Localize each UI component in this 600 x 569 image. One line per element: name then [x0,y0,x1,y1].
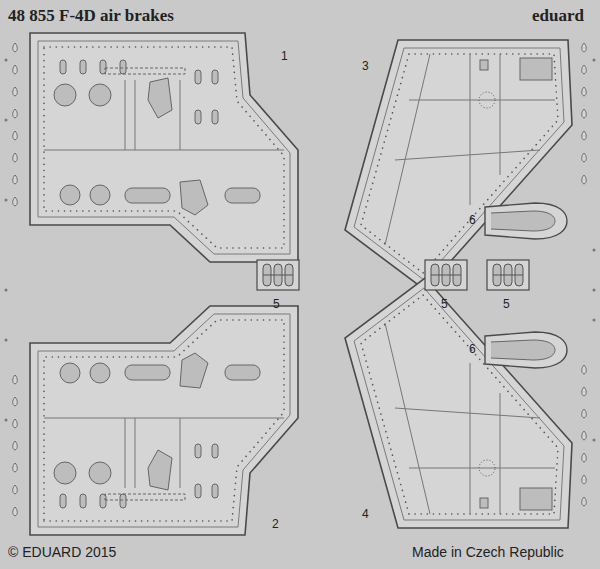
copyright-note: © EDUARD 2015 [8,545,116,559]
spare-drops [13,43,587,516]
callout-number: 4 [362,508,369,520]
air-brake-part [345,278,572,528]
callout-number: 5 [503,298,510,310]
callout-number: 5 [441,298,448,310]
callout-number: 5 [273,298,280,310]
callout-number: 3 [362,60,369,72]
sheet-title: 48 855 F-4D air brakes [8,7,174,24]
callout-number: 6 [469,343,476,355]
origin-note: Made in Czech Republic [412,545,564,559]
air-brake-part [345,40,572,290]
small-part [487,260,529,290]
callout-number: 6 [469,214,476,226]
rivet-spares [5,59,596,442]
callout-number: 2 [272,518,279,530]
horseshoe-part [485,203,567,239]
air-brake-part [30,33,298,262]
small-part [425,260,467,290]
air-brake-part [30,306,298,535]
brand-mark: eduard [532,7,584,24]
small-part [257,260,299,290]
callout-number: 1 [281,50,288,62]
horseshoe-part [485,332,567,368]
